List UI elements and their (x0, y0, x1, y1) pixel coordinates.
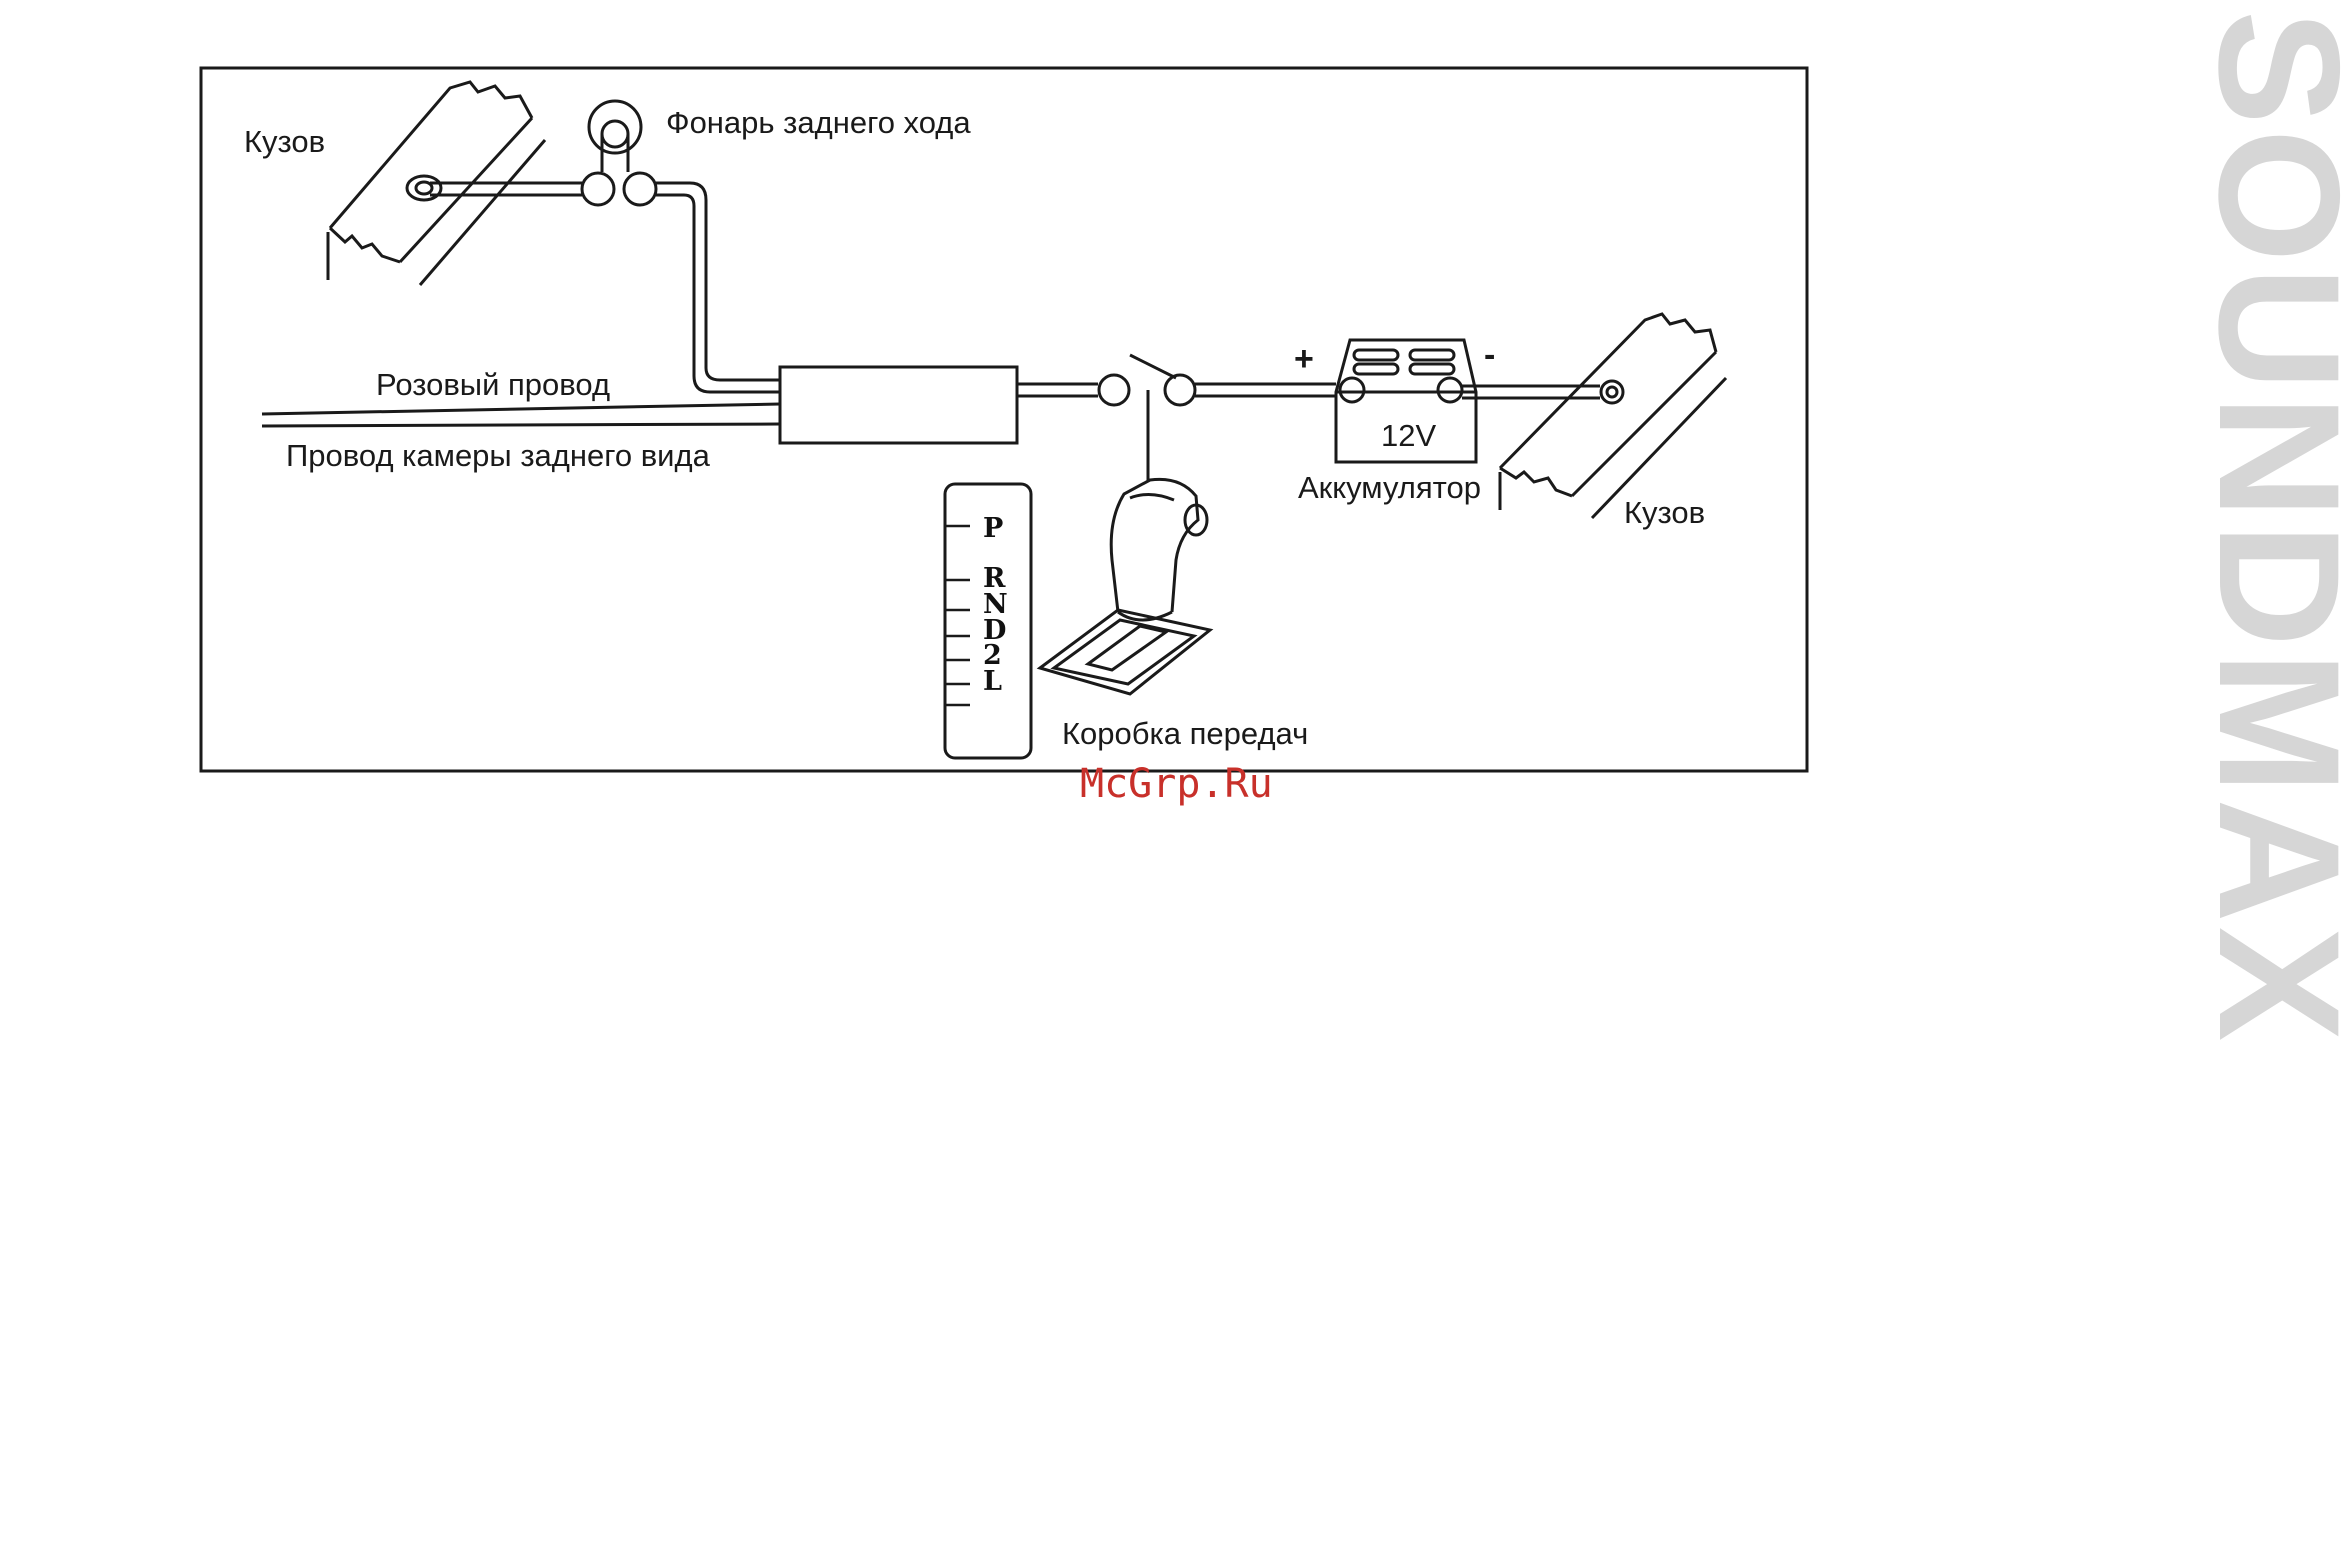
pink-wire-label: Розовый провод (376, 367, 610, 402)
camera-wire-label: Провод камеры заднего вида (286, 438, 711, 473)
relay-box (780, 367, 1017, 443)
camera-wire-line (262, 424, 780, 426)
pink-wire-line (262, 404, 780, 414)
gear-l: L (983, 666, 1002, 697)
body-left-label: Кузов (244, 124, 325, 159)
diagram-frame (201, 68, 1807, 771)
gear-shifter-icon (1040, 479, 1210, 694)
gear-switch (1099, 355, 1195, 482)
body-right-label: Кузов (1624, 495, 1705, 530)
battery-plus-label: + (1294, 340, 1314, 378)
battery-label: Аккумулятор (1298, 470, 1481, 505)
reverse-lamp-label: Фонарь заднего хода (666, 105, 971, 140)
watermark-text: McGrp.Ru (1080, 761, 1273, 807)
brand-logo-text: SOUNDMAX (2183, 10, 2351, 1045)
gear-letters: P R N D 2 L (983, 513, 1008, 697)
reverse-lamp-icon (582, 101, 656, 205)
gearbox-label: Коробка передач (1062, 716, 1308, 751)
switch-battery-wire (1195, 384, 1336, 396)
lamp-wire (656, 183, 780, 380)
battery-voltage-label: 12V (1381, 418, 1436, 453)
battery-minus-label: - (1484, 336, 1495, 374)
body-right-chassis (1500, 314, 1726, 518)
relay-output-wire (1017, 384, 1098, 396)
gear-p: P (983, 513, 1003, 544)
